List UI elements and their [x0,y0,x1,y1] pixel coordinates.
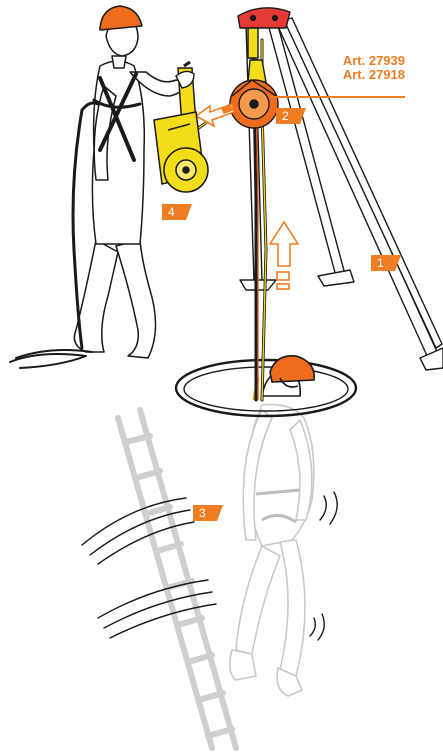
arrow-left-icon [196,104,234,126]
ladder-icon [118,410,236,748]
product-ref-1: Art. 27939 [343,54,405,68]
worker-figure-icon [230,405,314,696]
tripod-icon [238,8,443,370]
callout-leader-line [270,96,405,98]
arrow-up-icon [270,222,298,289]
retractable-block-icon [230,28,278,128]
rescuer-figure-icon [10,6,184,368]
product-ref-2: Art. 27918 [343,68,405,82]
